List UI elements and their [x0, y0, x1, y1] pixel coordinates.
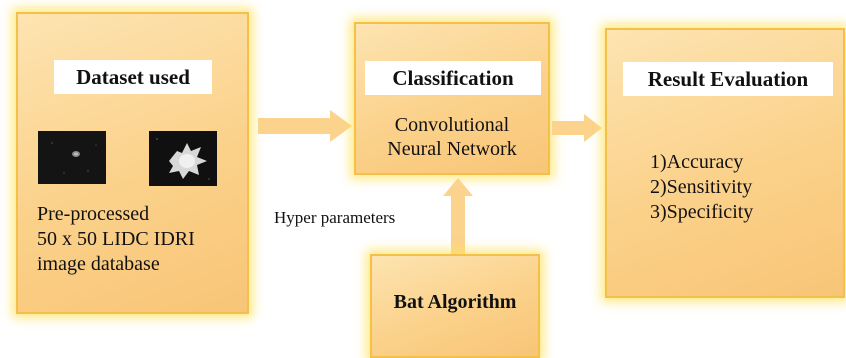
classification-desc-line-1: Convolutional — [394, 114, 510, 136]
arrow-dataset-to-classification — [258, 110, 352, 142]
arrow-classification-to-result — [552, 114, 602, 142]
metric-accuracy: 1)Accuracy — [650, 151, 744, 173]
bat-algorithm-box: Bat Algorithm — [370, 254, 540, 358]
ct-scan-thumbnail-2 — [149, 131, 217, 186]
dataset-title: Dataset used — [54, 60, 212, 94]
arrow-bat-to-classification — [443, 178, 473, 254]
result-evaluation-box: Result Evaluation 1)Accuracy 2)Sensitivi… — [605, 28, 845, 298]
ct-scan-thumbnail-1 — [38, 131, 106, 184]
dataset-desc-line-1: Pre-processed — [37, 203, 150, 225]
classification-title: Classification — [365, 61, 541, 95]
classification-box: Classification Convolutional Neural Netw… — [354, 22, 550, 175]
dataset-desc-line-2: 50 x 50 LIDC IDRI — [37, 228, 195, 250]
metric-sensitivity: 2)Sensitivity — [650, 176, 753, 198]
dataset-desc-line-3: image database — [37, 253, 160, 275]
dataset-box: Dataset used Pre-processed 50 x 50 LIDC … — [16, 12, 249, 314]
hyper-parameters-label: Hyper parameters — [274, 208, 396, 227]
metric-specificity: 3)Specificity — [650, 201, 754, 223]
bat-algorithm-title: Bat Algorithm — [393, 291, 517, 313]
classification-desc-line-2: Neural Network — [387, 138, 517, 160]
result-evaluation-title: Result Evaluation — [623, 62, 833, 96]
